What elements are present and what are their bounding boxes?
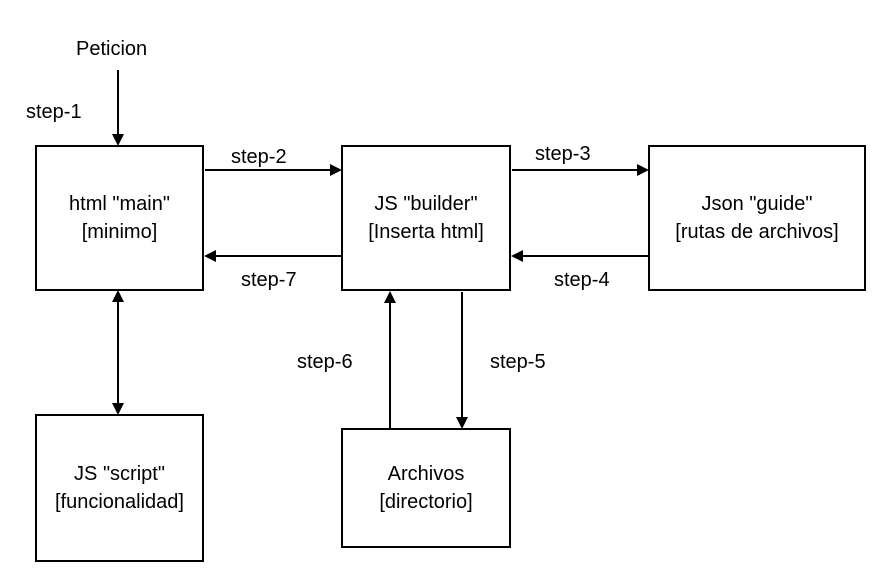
html-main-title: html "main" (69, 193, 170, 215)
step-4-label: step-4 (554, 269, 610, 291)
step-2-label: step-2 (231, 146, 287, 168)
json-guide-box: Json "guide" [rutas de archivos] (648, 145, 866, 291)
archivos-title: Archivos (387, 463, 465, 485)
js-builder-subtitle: [Inserta html] (368, 221, 484, 243)
html-main-box: html "main" [minimo] (35, 145, 204, 291)
js-script-title: JS "script" (74, 463, 165, 485)
json-guide-title: Json "guide" (701, 193, 813, 215)
js-script-box: JS "script" [funcionalidad] (35, 414, 204, 562)
step-7-label: step-7 (241, 269, 297, 291)
step-6-label: step-6 (297, 351, 353, 373)
js-builder-title: JS "builder" (374, 193, 478, 215)
js-builder-box: JS "builder" [Inserta html] (341, 145, 511, 291)
js-script-subtitle: [funcionalidad] (55, 491, 184, 513)
archivos-subtitle: [directorio] (379, 491, 473, 513)
request-label: Peticion (76, 38, 148, 60)
json-guide-subtitle: [rutas de archivos] (675, 221, 839, 243)
step-5-label: step-5 (490, 351, 546, 373)
step-1-label: step-1 (26, 101, 82, 123)
archivos-box: Archivos [directorio] (341, 428, 511, 548)
html-main-subtitle: [minimo] (81, 221, 158, 243)
step-3-label: step-3 (535, 143, 591, 165)
